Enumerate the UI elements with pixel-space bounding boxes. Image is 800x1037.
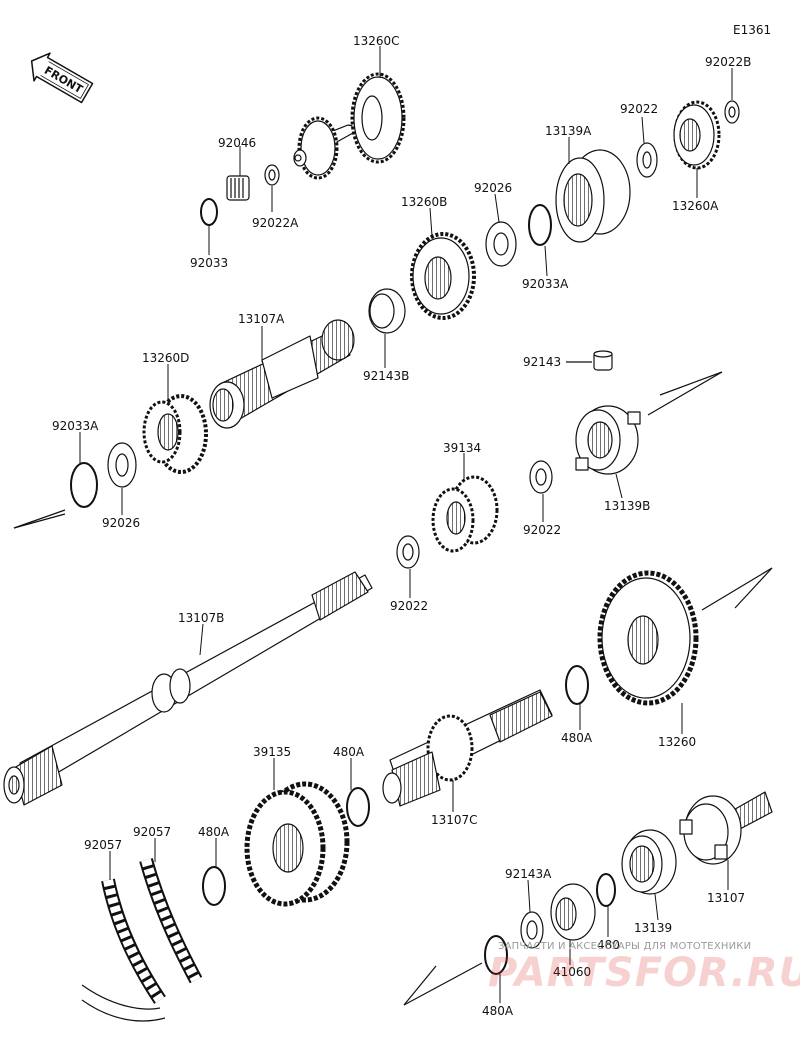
hub-13139a: [555, 149, 631, 243]
label-13139a[interactable]: 13139A: [545, 124, 592, 138]
label-92143a[interactable]: 92143A: [505, 867, 552, 881]
label-92026-left[interactable]: 92026: [102, 516, 141, 530]
pin-92143: [593, 350, 613, 371]
watermark-caption: ЗАПЧАСТИ И АКСЕССУАРЫ ДЛЯ МОТОТЕХНИКИ: [498, 941, 752, 952]
label-13260c[interactable]: 13260C: [353, 34, 400, 48]
label-92057-back[interactable]: 92057: [133, 825, 172, 839]
label-92057-front[interactable]: 92057: [84, 838, 123, 852]
label-480a-lower[interactable]: 480A: [198, 825, 230, 839]
circlip-92033a: [528, 204, 552, 246]
label-13260b[interactable]: 13260B: [401, 195, 448, 209]
hub-13139b: [575, 405, 641, 475]
label-92022-mid[interactable]: 92022: [523, 523, 562, 537]
label-13107a[interactable]: 13107A: [238, 312, 285, 326]
watermark-brand: PARTSFOR.RU: [488, 950, 800, 996]
circlip-480a-mid: [346, 787, 370, 827]
label-92026[interactable]: 92026: [474, 181, 513, 195]
label-480a-right[interactable]: 480A: [561, 731, 593, 745]
gear-39135: [244, 781, 350, 907]
gear-13260a: [673, 100, 721, 170]
label-13260d[interactable]: 13260D: [142, 351, 190, 365]
bearing-92046: [226, 175, 250, 201]
label-480a-mid[interactable]: 480A: [333, 745, 365, 759]
label-92022a[interactable]: 92022A: [252, 216, 299, 230]
bushing-41060: [550, 883, 596, 941]
bushing-92143b: [368, 288, 406, 334]
circlip-480a-right: [565, 665, 589, 705]
label-13260a[interactable]: 13260A: [672, 199, 719, 213]
label-480[interactable]: 480: [597, 938, 620, 952]
shaft-13107b: [3, 571, 373, 806]
label-13260[interactable]: 13260: [658, 735, 697, 749]
label-92033a-left[interactable]: 92033A: [52, 419, 99, 433]
chain-92057-back: [139, 858, 203, 984]
label-92022[interactable]: 92022: [620, 102, 659, 116]
label-13107b[interactable]: 13107B: [178, 611, 225, 625]
sleeve-13107a: [209, 319, 355, 429]
chain-92057-front: [101, 878, 166, 1004]
label-41060[interactable]: 41060: [553, 965, 592, 979]
gear-13260c: [293, 72, 406, 180]
shaft-13107c: [382, 689, 553, 807]
label-13107[interactable]: 13107: [707, 891, 746, 905]
label-480a-bottom[interactable]: 480A: [482, 1004, 514, 1018]
hub-13139: [621, 829, 677, 895]
gear-13260d: [142, 394, 208, 474]
label-92022b[interactable]: 92022B: [705, 55, 752, 69]
circlip-92033: [200, 198, 218, 226]
gear-39134: [431, 475, 499, 553]
label-92143b[interactable]: 92143B: [363, 369, 410, 383]
circlip-480a-lower: [202, 866, 226, 906]
label-39134[interactable]: 39134: [443, 441, 482, 455]
circlip-480: [596, 873, 616, 907]
label-92143[interactable]: 92143: [523, 355, 562, 369]
label-13107c[interactable]: 13107C: [431, 813, 478, 827]
gear-13260: [597, 570, 699, 706]
diagram-code: E1361: [733, 23, 772, 37]
circlip-480a-bottom: [484, 935, 508, 975]
gear-13260b: [410, 232, 476, 320]
label-92046[interactable]: 92046: [218, 136, 257, 150]
label-13139b[interactable]: 13139B: [604, 499, 651, 513]
label-13139[interactable]: 13139: [634, 921, 673, 935]
label-39135[interactable]: 39135: [253, 745, 292, 759]
label-92022-lower[interactable]: 92022: [390, 599, 429, 613]
shaft-13107: [679, 791, 773, 865]
front-arrow-icon: FRONT: [30, 52, 94, 104]
label-92033a[interactable]: 92033A: [522, 277, 569, 291]
label-92033[interactable]: 92033: [190, 256, 229, 270]
circlip-92033a-left: [70, 462, 98, 508]
